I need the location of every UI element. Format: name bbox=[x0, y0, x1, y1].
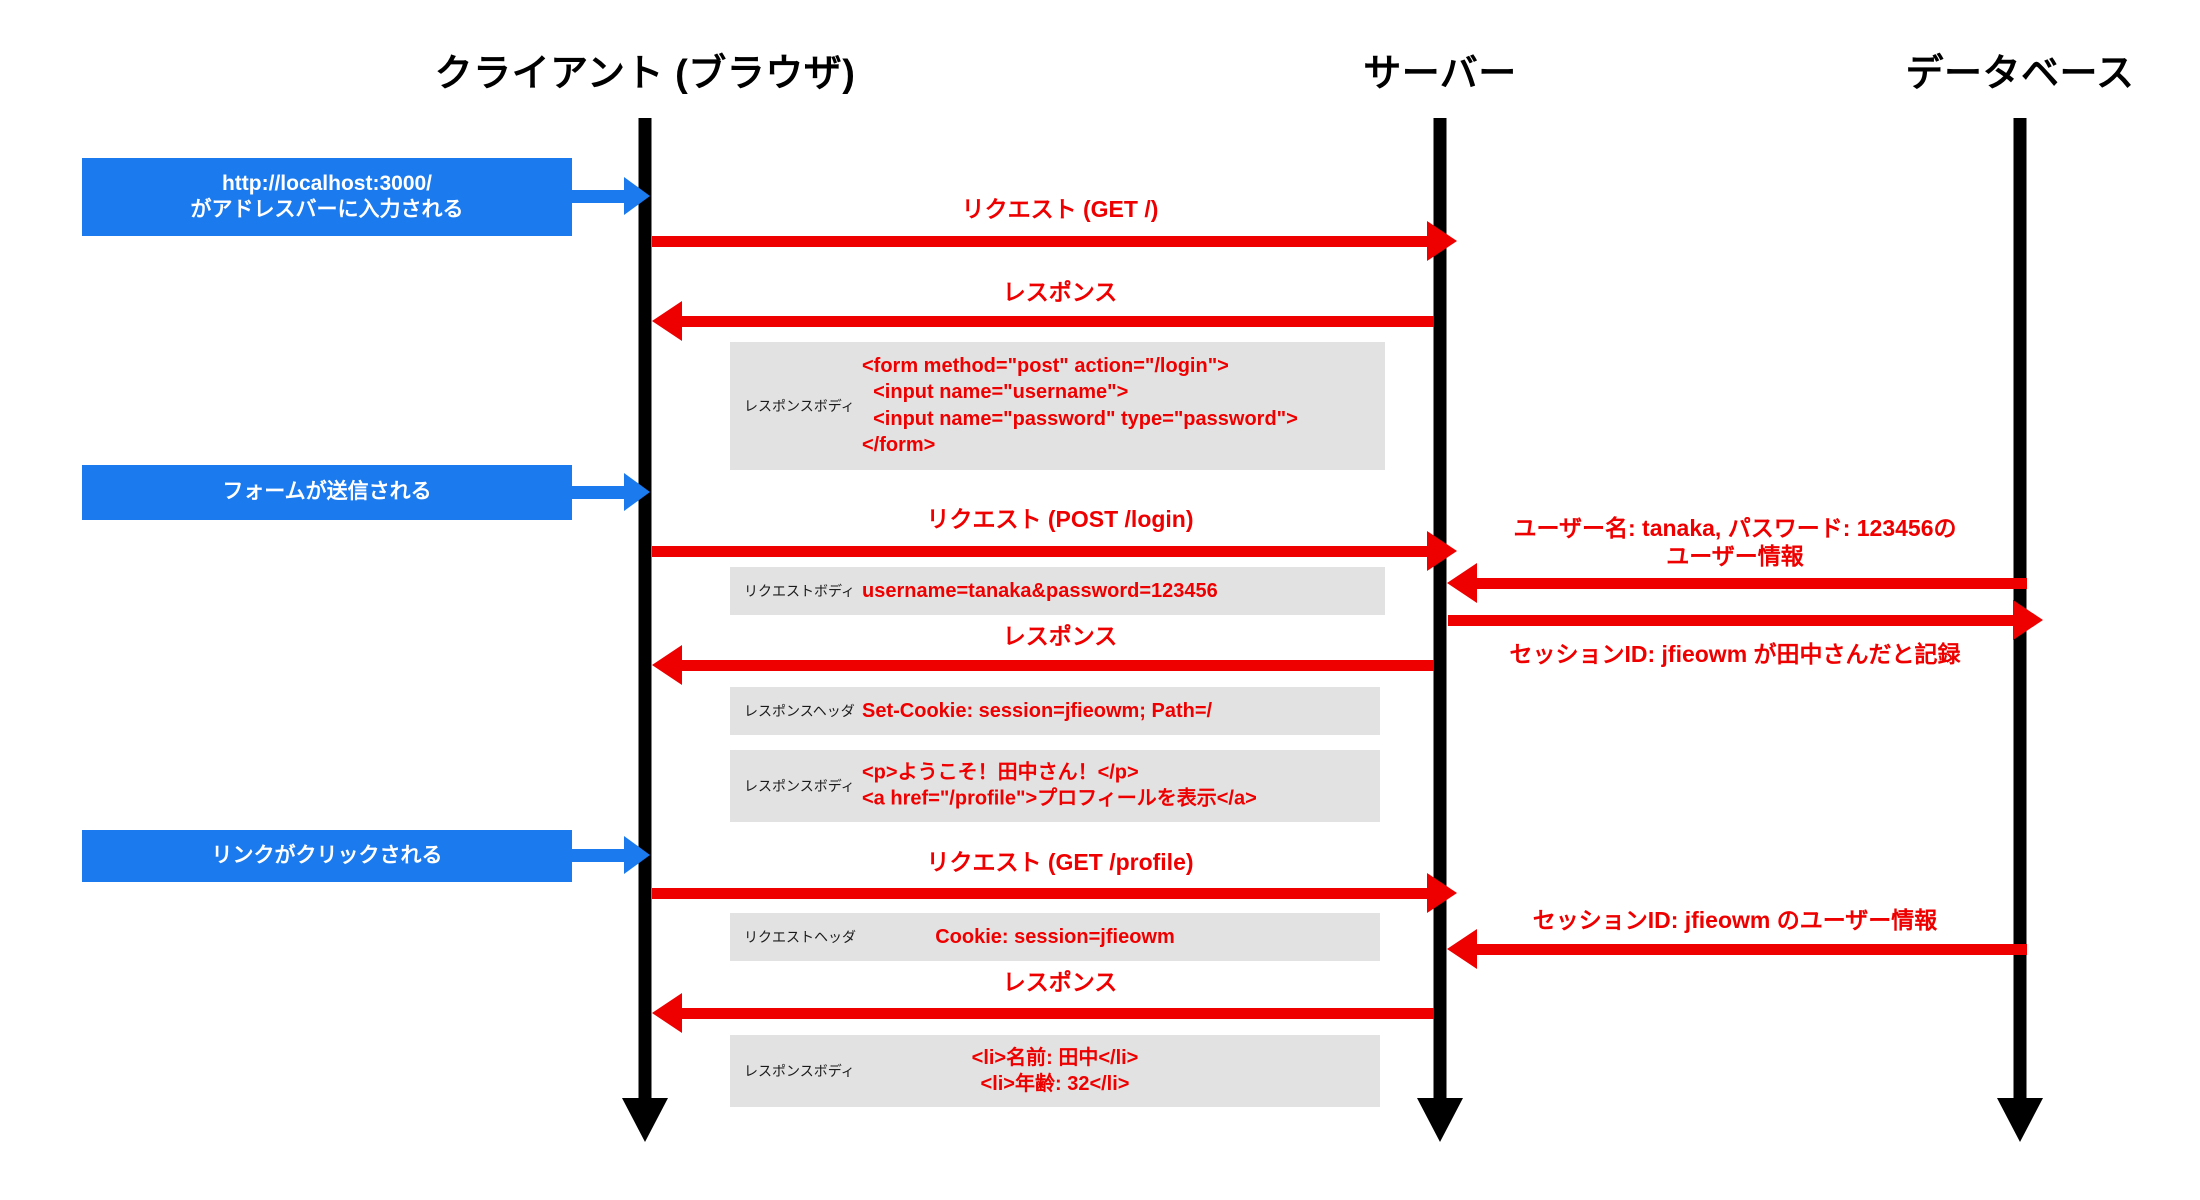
payload-response-body-form-key: レスポンスボディ bbox=[744, 398, 855, 414]
message-label-post-login: リクエスト (POST /login) bbox=[926, 506, 1194, 532]
payload-response-body-welcome: レスポンスボディ <p>ようこそ！田中さん！</p> <a href="/pro… bbox=[730, 750, 1380, 822]
note-url-typed-line2: がアドレスバーに入力される bbox=[190, 198, 464, 221]
note-form-submitted-arrowhead-icon bbox=[624, 473, 650, 511]
message-label-get-root: リクエスト (GET /) bbox=[961, 196, 1159, 222]
payload-response-body-welcome-key: レスポンスボディ bbox=[744, 778, 855, 794]
note-link-clicked-label: リンクがクリックされる bbox=[211, 843, 443, 867]
payload-response-body-form-value: <form method="post" action="/login"> <in… bbox=[862, 355, 1298, 457]
payload-response-header-setcookie: レスポンスヘッダ Set-Cookie: session=jfieowm; Pa… bbox=[730, 687, 1380, 735]
payload-response-header-setcookie-key: レスポンスヘッダ bbox=[744, 703, 855, 719]
message-arrowhead-left-icon-db-lookup-user bbox=[1447, 563, 1477, 603]
note-link-clicked: リンクがクリックされる bbox=[82, 830, 572, 882]
lifeline-client bbox=[638, 118, 652, 1108]
message-label-response-2: レスポンス bbox=[1002, 623, 1118, 649]
message-arrowhead-left-icon-response-1 bbox=[652, 301, 682, 341]
actor-title-client: クライアント (ブラウザ) bbox=[434, 53, 856, 95]
message-label-db-session-user: セッションID: jfieowm のユーザー情報 bbox=[1532, 907, 1938, 933]
payload-request-body-login-key: リクエストボディ bbox=[744, 583, 856, 599]
message-line-get-profile bbox=[652, 888, 1427, 899]
payload-response-body-form: レスポンスボディ <form method="post" action="/lo… bbox=[730, 342, 1385, 470]
message-label-db-lookup-user-line1: ユーザー名: tanaka, パスワード: 123456の bbox=[1513, 515, 1957, 541]
payload-request-header-cookie-key: リクエストヘッダ bbox=[744, 929, 856, 945]
note-link-clicked-arrowhead-icon bbox=[624, 836, 650, 874]
note-url-typed-line1: http://localhost:3000/ bbox=[221, 171, 433, 195]
lifeline-server bbox=[1433, 118, 1447, 1108]
message-line-db-lookup-user bbox=[1477, 578, 2027, 589]
payload-request-header-cookie: リクエストヘッダ Cookie: session=jfieowm bbox=[730, 913, 1380, 961]
lifeline-database-arrowhead bbox=[1997, 1098, 2043, 1142]
message-arrowhead-right-icon-db-store-session bbox=[2013, 600, 2043, 640]
message-arrowhead-left-icon-db-session-user bbox=[1447, 929, 1477, 969]
message-arrowhead-left-icon-response-3 bbox=[652, 993, 682, 1033]
message-label-response-1: レスポンス bbox=[1002, 279, 1118, 305]
actor-title-database: データベース bbox=[1905, 53, 2135, 95]
payload-response-header-setcookie-value: Set-Cookie: session=jfieowm; Path=/ bbox=[862, 699, 1213, 722]
payload-request-body-login-value: username=tanaka&password=123456 bbox=[862, 579, 1218, 602]
message-line-response-2 bbox=[682, 660, 1434, 671]
note-url-typed-arrowhead-icon bbox=[624, 177, 650, 215]
note-form-submitted: フォームが送信される bbox=[82, 465, 572, 520]
message-label-db-store-session: セッションID: jfieowm が田中さんだと記録 bbox=[1509, 641, 1961, 667]
message-line-get-root bbox=[652, 236, 1427, 247]
note-link-clicked-connector bbox=[572, 849, 640, 862]
message-label-response-3: レスポンス bbox=[1002, 969, 1118, 995]
lifeline-server-arrowhead bbox=[1417, 1098, 1463, 1142]
note-url-typed: http://localhost:3000/ がアドレスバーに入力される bbox=[82, 158, 572, 236]
message-label-db-lookup-user: ユーザー名: tanaka, パスワード: 123456の ユーザー情報 bbox=[1465, 514, 2005, 570]
message-line-db-store-session bbox=[1448, 615, 2018, 626]
message-label-db-lookup-user-line2: ユーザー情報 bbox=[1666, 543, 1804, 570]
note-form-submitted-label: フォームが送信される bbox=[222, 480, 432, 504]
message-line-post-login bbox=[652, 546, 1427, 557]
payload-request-header-cookie-value: Cookie: session=jfieowm bbox=[935, 925, 1175, 948]
message-label-get-profile: リクエスト (GET /profile) bbox=[926, 849, 1194, 875]
lifeline-client-arrowhead bbox=[622, 1098, 668, 1142]
message-line-db-session-user bbox=[1477, 944, 2027, 955]
actor-title-server: サーバー bbox=[1363, 53, 1517, 95]
payload-request-body-login: リクエストボディ username=tanaka&password=123456 bbox=[730, 567, 1385, 615]
message-line-response-1 bbox=[682, 316, 1434, 327]
note-url-typed-connector bbox=[572, 190, 640, 203]
message-arrowhead-right-icon-get-root bbox=[1427, 221, 1457, 261]
payload-response-body-profile-key: レスポンスボディ bbox=[744, 1063, 855, 1079]
message-line-response-3 bbox=[682, 1008, 1434, 1019]
note-form-submitted-connector bbox=[572, 486, 640, 499]
payload-response-body-profile-value: <li>名前: 田中</li> <li>年齢: 32</li> bbox=[971, 1046, 1139, 1095]
message-arrowhead-right-icon-get-profile bbox=[1427, 873, 1457, 913]
payload-response-body-welcome-value: <p>ようこそ！田中さん！</p> <a href="/profile">プロフ… bbox=[862, 761, 1257, 810]
message-arrowhead-left-icon-response-2 bbox=[652, 645, 682, 685]
payload-response-body-profile: レスポンスボディ <li>名前: 田中</li> <li>年齢: 32</li> bbox=[730, 1035, 1380, 1107]
